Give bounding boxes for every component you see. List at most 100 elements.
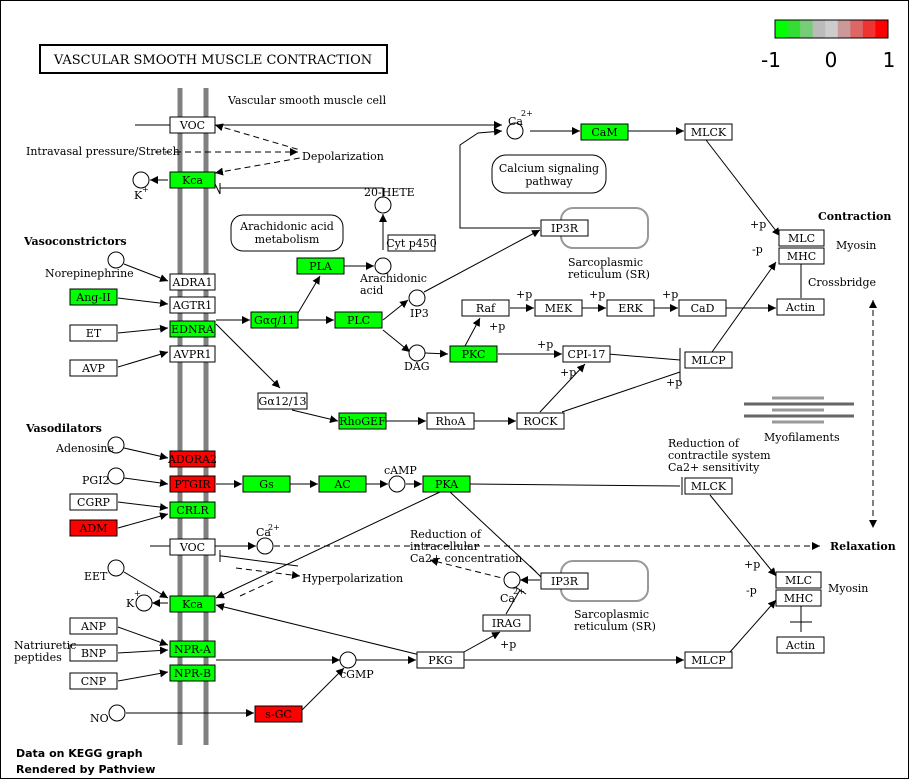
gene-node-adra1: ADRA1 (169, 273, 216, 291)
reduction-calcium-label-3: Ca2+ concentration (410, 552, 522, 565)
gene-node-box (684, 351, 733, 369)
gene-node-box (461, 299, 510, 317)
gene-node-label: Gαq/11 (254, 314, 295, 327)
arachidonic-acid-circle (374, 257, 392, 275)
natriuretic-label-2: peptides (14, 651, 62, 664)
gene-node-label: MLC (788, 232, 815, 245)
gene-node-pla: PLA (296, 257, 345, 275)
gene-node-label: Cyt p450 (386, 237, 437, 250)
gene-node-ga1213: Gα12/13 (257, 392, 308, 410)
gene-node-mlc2: MLC (775, 571, 822, 589)
gene-node-label: Actin (785, 639, 815, 652)
phos-label-4: +p (489, 320, 505, 333)
gene-node-label: ADRA1 (172, 276, 213, 289)
gene-node-box (169, 116, 216, 134)
pathway-maps: Arachidonic acid metabolism Calcium sign… (230, 154, 649, 602)
gene-node-label: ANP (80, 620, 107, 633)
gene-node-label: MHC (784, 592, 813, 605)
k-ion-circle-1 (132, 171, 150, 189)
gene-node-mhc1: MHC (778, 247, 825, 265)
gene-node-mlck1: MLCK (684, 123, 733, 141)
gene-node-box (775, 589, 822, 607)
calcium-label-1: Ca (508, 115, 523, 128)
gene-node-angii: Ang-II (69, 288, 118, 306)
phos-label-10: +p (500, 638, 516, 651)
gene-node-box (449, 345, 498, 363)
gene-node-label: MLCK (691, 480, 727, 493)
legend-swatch (825, 20, 839, 38)
gene-node-kca1: Kca (169, 171, 216, 189)
gene-node-label: MLCP (691, 354, 726, 367)
gene-node-mlc1: MLC (778, 229, 825, 247)
gene-node-label: VOC (179, 119, 205, 132)
gene-node-box (534, 299, 583, 317)
gene-node-label: PKG (428, 654, 452, 667)
gene-node-box (169, 664, 216, 682)
gene-node-label: CaM (591, 126, 617, 139)
gene-node-box (169, 171, 216, 189)
gene-node-cnp: CNP (69, 672, 118, 690)
gene-node-label: PKA (435, 478, 459, 491)
gene-node-mlcp2: MLCP (684, 651, 733, 669)
camp-circle (388, 475, 406, 493)
calcium-charge-1: 2+ (521, 109, 533, 118)
gene-node-label: CRLR (176, 504, 209, 517)
adenosine-label: Adenosine (55, 442, 114, 455)
gene-node-box (69, 324, 118, 342)
myofilaments-label: Myofilaments (764, 431, 840, 444)
gene-node-label: AVP (81, 362, 105, 375)
sr-label-1: Sarcoplasmic (568, 256, 643, 269)
arachidonic-acid-label-2: acid (360, 284, 383, 297)
calcium-pathway-label-2: pathway (525, 175, 573, 188)
gene-node-box (69, 644, 118, 662)
gene-node-label: PLA (309, 260, 333, 273)
calcium-pathway-label: Calcium signaling (499, 162, 599, 175)
gene-node-box (169, 595, 216, 613)
gene-node-label: RhoA (436, 415, 467, 428)
arachidonic-metabolism-label: Arachidonic acid (239, 220, 334, 233)
gene-node-ac: AC (318, 475, 367, 493)
gene-node-label: AVPR1 (172, 348, 211, 361)
gene-node-label: NPR-B (174, 667, 211, 680)
vasoconstrictors-header: Vasoconstrictors (23, 235, 127, 248)
hete-circle (374, 196, 392, 214)
gene-node-plc: PLC (334, 311, 383, 329)
phos-label-6: +p (560, 366, 576, 379)
gene-node-box (778, 229, 825, 247)
gene-node-label: CPI-17 (568, 348, 606, 361)
gene-node-label: MLCP (691, 654, 726, 667)
gene-node-box (169, 640, 216, 658)
calcium-label-2: Ca (256, 526, 271, 539)
ip3-label: IP3 (410, 307, 429, 320)
reduction-sensitivity-label: Reduction of (668, 437, 740, 450)
gene-node-label: AGTR1 (172, 299, 212, 312)
gene-node-label: MLC (785, 574, 812, 587)
gene-node-pkg: PKG (416, 651, 465, 669)
gene-node-box (482, 614, 531, 632)
gene-node-box (684, 123, 733, 141)
sr-label-2: Sarcoplasmic (574, 608, 649, 621)
gene-node-label: CGRP (77, 496, 110, 509)
pgi2-label: PGI2 (82, 474, 110, 487)
gene-node-box (254, 705, 303, 723)
legend-mid: 0 (825, 48, 838, 72)
gene-node-label: ADORA2 (167, 453, 217, 466)
gene-node-cad: CaD (678, 299, 727, 317)
camp-label: cAMP (384, 464, 417, 477)
footer: Data on KEGG graph Rendered by Pathview (16, 747, 155, 776)
gene-node-box (338, 412, 387, 430)
gene-node-box (540, 572, 589, 590)
natriuretic-label: Natriuretic (14, 639, 76, 652)
gene-node-mlcp1: MLCP (684, 351, 733, 369)
vasodilators-header: Vasodilators (25, 422, 102, 435)
gene-node-box (678, 299, 727, 317)
gene-node-box (318, 475, 367, 493)
gene-node-voc2: VOC (169, 538, 216, 556)
legend-swatch (800, 20, 814, 38)
phos-label-2: +p (589, 288, 605, 301)
gene-node-box (69, 519, 118, 537)
phos-label-3: +p (662, 288, 678, 301)
reduction-sensitivity-label-2: contractile system (668, 449, 771, 462)
footer-line-2: Rendered by Pathview (16, 763, 155, 776)
